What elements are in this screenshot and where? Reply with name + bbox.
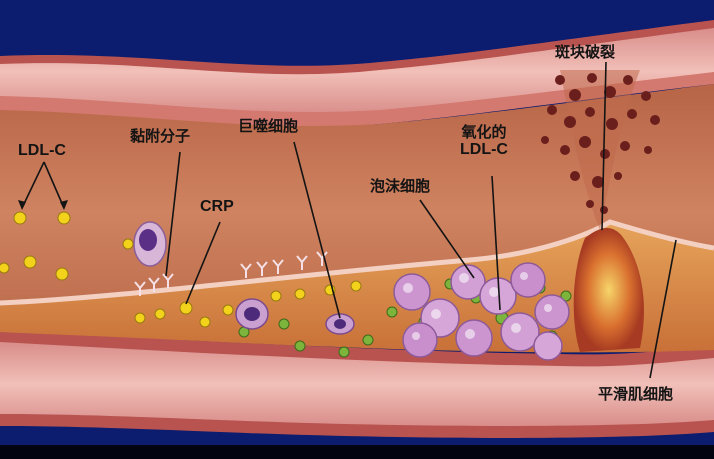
- label-crp: CRP: [200, 198, 234, 215]
- label-oxidized-ldl-line1: 氧化的: [461, 123, 507, 141]
- leader-lines: [21, 61, 677, 379]
- macrophage-cells: [235, 298, 355, 335]
- adhesion-molecules: [134, 251, 328, 296]
- label-oxidized-ldl-line2: LDL-C: [460, 141, 508, 159]
- label-macrophage: 巨噬细胞: [238, 117, 299, 135]
- rupture-core: [573, 227, 644, 352]
- label-ldl-c: LDL-C: [18, 142, 66, 159]
- label-foam-cell: 泡沫细胞: [370, 177, 431, 195]
- monocyte: [133, 221, 167, 267]
- label-oxidized-ldl: 氧化的 LDL-C: [460, 123, 508, 160]
- rupture-debris: [541, 73, 660, 214]
- label-adhesion-molecule: 黏附分子: [130, 127, 191, 145]
- label-plaque-rupture: 斑块破裂: [555, 43, 616, 61]
- foam-cells: [393, 262, 570, 361]
- ldl-particles: [0, 211, 362, 328]
- label-smooth-muscle-cell: 平滑肌细胞: [598, 385, 674, 403]
